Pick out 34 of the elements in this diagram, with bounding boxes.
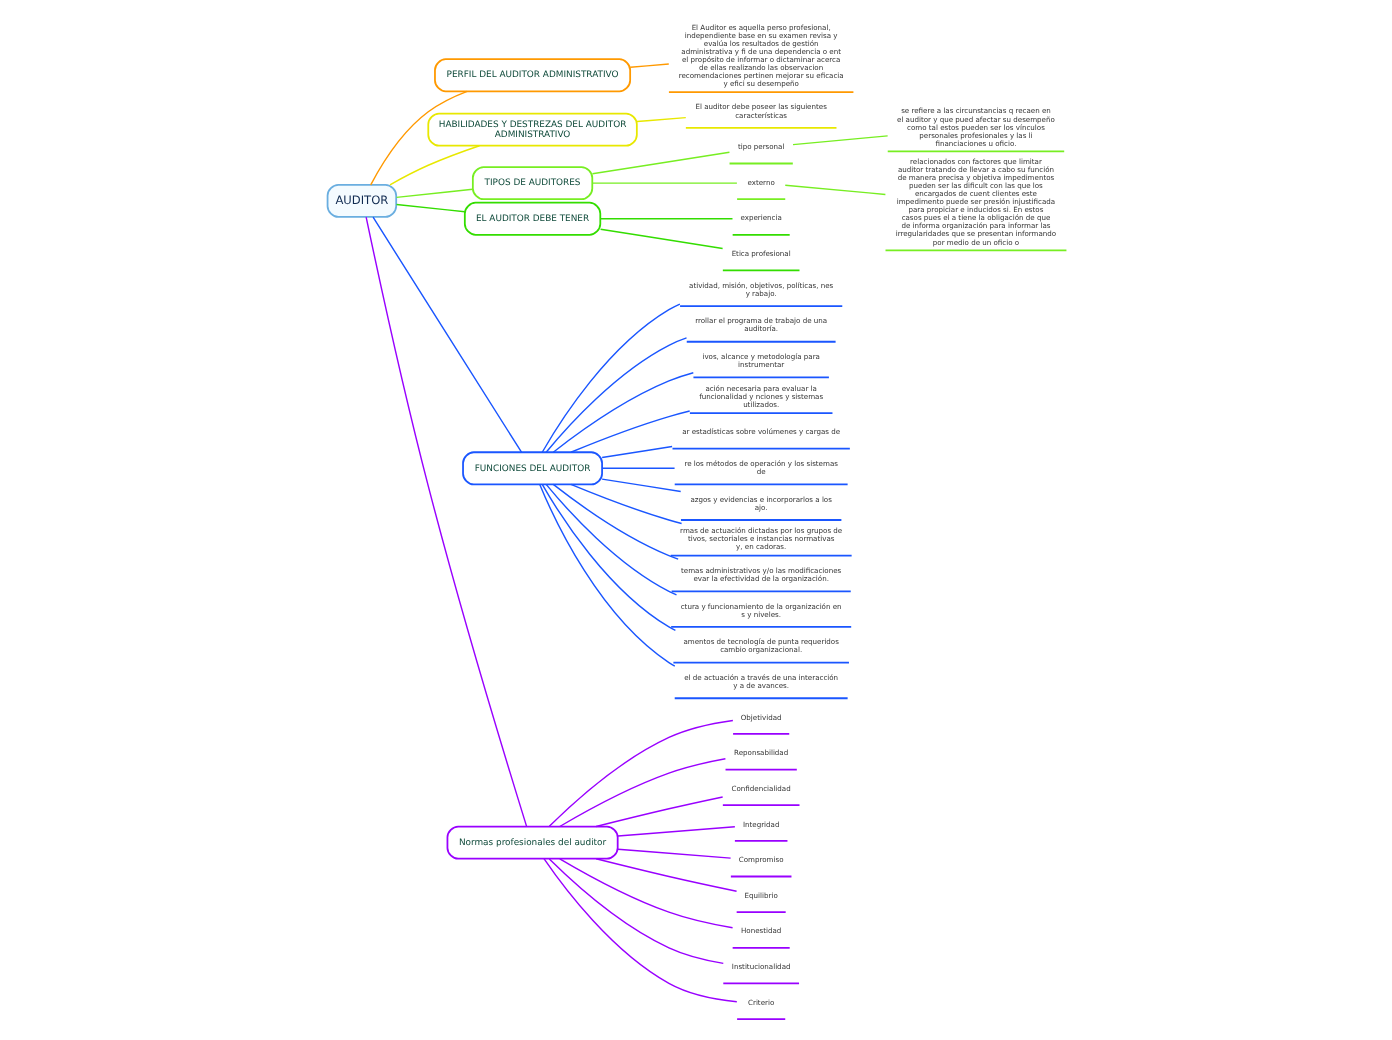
connector xyxy=(551,483,678,560)
connector xyxy=(600,467,675,470)
connector xyxy=(542,858,737,1003)
connector xyxy=(616,826,735,837)
connector xyxy=(371,216,522,453)
connector xyxy=(598,218,733,220)
connector xyxy=(547,719,733,828)
connector xyxy=(538,483,675,667)
connector xyxy=(394,203,465,213)
connector xyxy=(551,372,694,453)
connector xyxy=(616,848,731,859)
connector xyxy=(569,410,690,453)
connector xyxy=(540,303,680,453)
connector xyxy=(388,145,480,186)
connector xyxy=(783,184,886,196)
connector xyxy=(540,483,676,632)
connector xyxy=(594,858,737,892)
connector xyxy=(590,151,730,175)
connector xyxy=(569,483,682,525)
connector xyxy=(791,135,888,146)
connector xyxy=(544,483,677,596)
connector xyxy=(364,216,527,828)
connector xyxy=(600,478,681,493)
connector xyxy=(594,796,723,828)
connector xyxy=(598,228,723,250)
connector xyxy=(558,758,726,828)
connector xyxy=(635,116,686,123)
connector xyxy=(547,858,723,965)
connector xyxy=(544,337,687,453)
connector xyxy=(394,188,473,199)
connector xyxy=(590,182,737,184)
connector xyxy=(558,858,733,929)
connector xyxy=(628,63,669,68)
connector xyxy=(600,445,672,459)
